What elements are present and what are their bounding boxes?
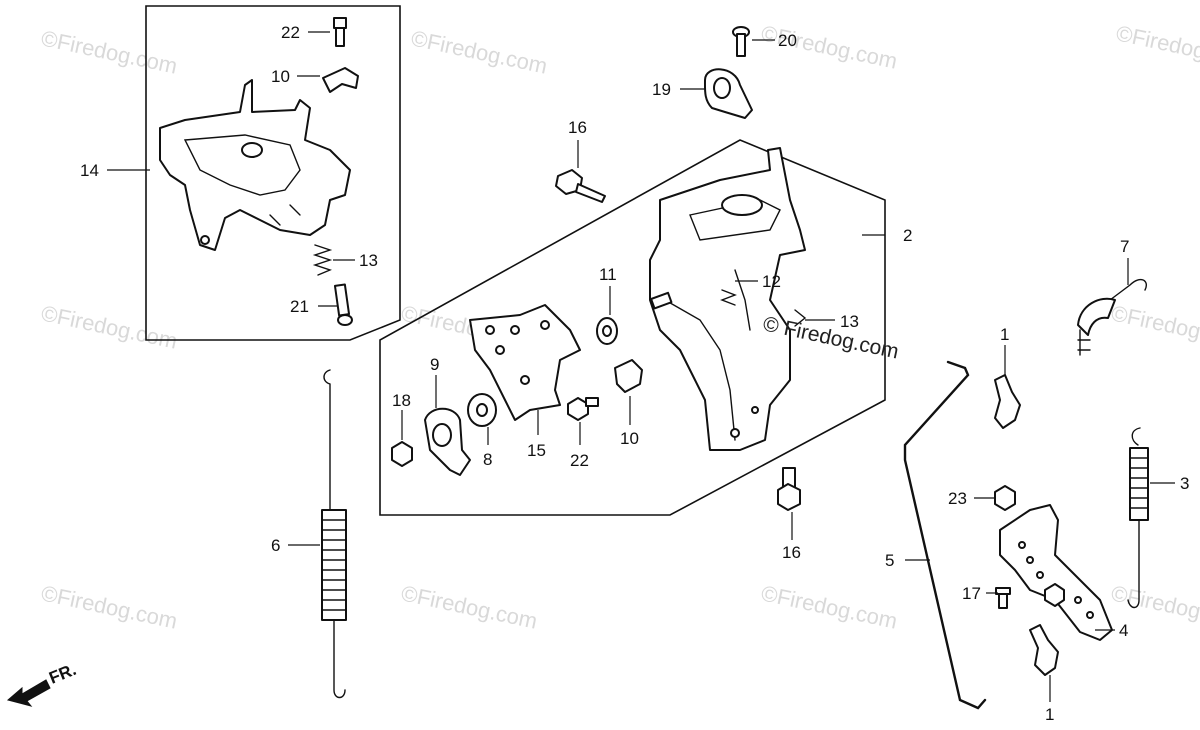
callout-12: 12 <box>762 272 781 291</box>
connector-part-1 <box>994 374 1021 429</box>
front-direction-arrow-icon <box>6 679 51 707</box>
leader-lines <box>107 31 1175 702</box>
callout-5: 5 <box>885 551 894 570</box>
watermark: ©Firedog.com <box>409 25 550 78</box>
callout-9: 9 <box>430 355 439 374</box>
callout-17: 17 <box>962 584 981 603</box>
rod-part-5 <box>903 360 987 710</box>
callout-16: 16 <box>568 118 587 137</box>
clamp-part-19 <box>703 68 753 119</box>
watermark: ©Firedog.com <box>399 580 540 633</box>
callout-16-lower: 16 <box>782 543 801 562</box>
nut-part-23 <box>994 485 1016 511</box>
front-direction-label: FR. <box>46 660 79 688</box>
connector-part-1-lower <box>1029 624 1059 676</box>
callout-7: 7 <box>1120 237 1129 256</box>
nut-part-18 <box>391 441 413 467</box>
callout-18: 18 <box>392 391 411 410</box>
callout-23: 23 <box>948 489 967 508</box>
callout-8: 8 <box>483 450 492 469</box>
callout-11: 11 <box>599 265 617 284</box>
spring-part-12 <box>720 289 737 306</box>
callout-1: 1 <box>1000 325 1009 344</box>
callout-2: 2 <box>903 226 912 245</box>
callout-13-right: 13 <box>840 312 859 331</box>
watermark: ©Firedog.com <box>39 300 180 353</box>
group-frame-14 <box>145 5 401 341</box>
clip-part-10 <box>322 67 359 93</box>
callout-22-lower: 22 <box>570 451 589 470</box>
callout-21: 21 <box>290 297 309 316</box>
watermark: ©Firedog.com <box>39 25 180 78</box>
clip-part-10-lower <box>614 359 643 393</box>
callout-15: 15 <box>527 441 546 460</box>
callout-1-lower: 1 <box>1045 705 1054 724</box>
callout-3: 3 <box>1180 474 1189 493</box>
group-frame-2 <box>379 139 886 516</box>
callout-10: 10 <box>271 67 290 86</box>
callout-4: 4 <box>1119 621 1128 640</box>
watermark: ©Firedog.com <box>1109 300 1200 353</box>
washer-part-11 <box>596 317 618 345</box>
callout-13: 13 <box>359 251 378 270</box>
bolt-part-21 <box>333 283 353 326</box>
callout-6: 6 <box>271 536 280 555</box>
lever-part-4 <box>999 504 1113 641</box>
screw-part-22 <box>333 17 347 47</box>
screw-part-22-lower <box>567 397 599 421</box>
watermark: ©Firedog.com <box>1114 20 1200 73</box>
lever-part-9 <box>424 407 471 476</box>
callout-19: 19 <box>652 80 671 99</box>
screw-part-17 <box>995 587 1011 609</box>
washer-part-8 <box>467 393 497 427</box>
callout-14: 14 <box>80 161 99 180</box>
plate-part-15 <box>469 304 581 421</box>
watermark: ©Firedog.com <box>39 580 180 633</box>
spring-part-6 <box>321 369 347 699</box>
bolt-part-20 <box>732 26 750 57</box>
callout-22: 22 <box>281 23 300 42</box>
spring-part-13-small <box>794 309 807 327</box>
spring-part-3 <box>1127 427 1149 609</box>
spring-part-7 <box>1077 278 1147 356</box>
bolt-part-16-lower <box>777 467 801 511</box>
watermark: ©Firedog.com <box>759 580 900 633</box>
bracket-part-14 <box>159 79 351 251</box>
callout-labels: 22 10 14 13 21 20 19 16 2 11 12 13 9 18 … <box>80 23 1189 724</box>
callout-10-lower: 10 <box>620 429 639 448</box>
spring-part-13 <box>312 244 333 276</box>
callout-20: 20 <box>778 31 797 50</box>
bolt-part-16 <box>555 169 606 203</box>
control-base-part-2 <box>649 147 806 451</box>
